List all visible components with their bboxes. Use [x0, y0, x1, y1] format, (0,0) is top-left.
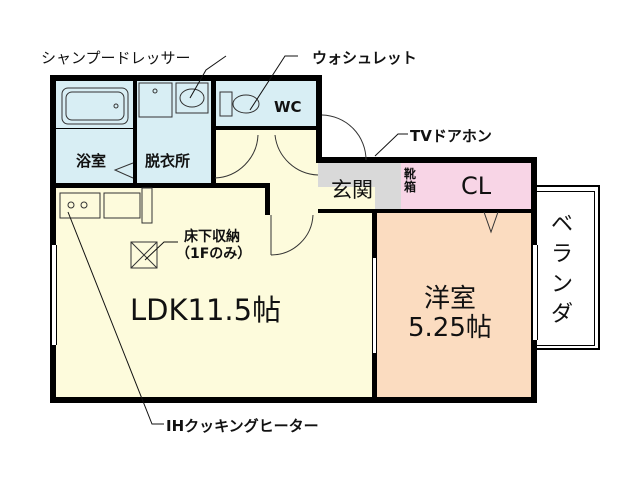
annotation-underfloor-storage-2: （1Fのみ）: [176, 246, 252, 262]
wall-bathtub-divider: [55, 128, 133, 129]
wall-bath-floor: [55, 183, 270, 188]
dressing-room: [135, 80, 215, 183]
wall-top-left: [50, 75, 322, 81]
bath-room: [55, 80, 135, 183]
ldk-room: [55, 187, 375, 397]
entrance-label: 玄関: [331, 178, 373, 202]
window-western-right: [532, 245, 538, 340]
annotation-washlet: ウォシュレット: [312, 49, 417, 67]
veranda: [536, 185, 600, 350]
shoe-box-label: 靴箱: [404, 167, 417, 194]
window-ldk-west-divider: [373, 258, 376, 353]
ldk-label: LDK11.5帖: [130, 293, 282, 327]
wall-top-right: [316, 157, 537, 163]
wall-bath-dressing: [133, 80, 137, 186]
wall-wc-right: [316, 75, 322, 163]
veranda-inner-rail: [536, 191, 595, 346]
annotation-ih-heater: IHクッキングヒーター: [166, 417, 319, 435]
dressing-label: 脱衣所: [145, 152, 191, 170]
wall-left: [50, 75, 56, 403]
western-label-line1: 洋室: [424, 284, 477, 314]
wall-kitchen-step: [265, 183, 270, 215]
shoe-box: [401, 162, 428, 212]
western-label-line2: 5.25帖: [408, 313, 492, 343]
wall-dressing-wc: [211, 80, 216, 186]
closet-label: CL: [461, 172, 492, 200]
wall-entrance-bottom: [318, 209, 533, 213]
wc-label: WC: [274, 98, 302, 116]
closet-room: [428, 162, 532, 212]
window-ldk-left: [51, 245, 57, 345]
western-room: [375, 212, 532, 397]
annotation-tv-intercom: TVドアホン: [410, 127, 492, 145]
bath-label: 浴室: [76, 152, 107, 170]
wall-bottom: [50, 397, 537, 403]
annotation-shampoo-dresser: シャンプードレッサー: [41, 49, 191, 67]
annotation-underfloor-storage-1: 床下収納: [184, 229, 240, 245]
veranda-label: ベランダ: [551, 212, 574, 327]
wall-wc-bottom: [211, 126, 318, 130]
